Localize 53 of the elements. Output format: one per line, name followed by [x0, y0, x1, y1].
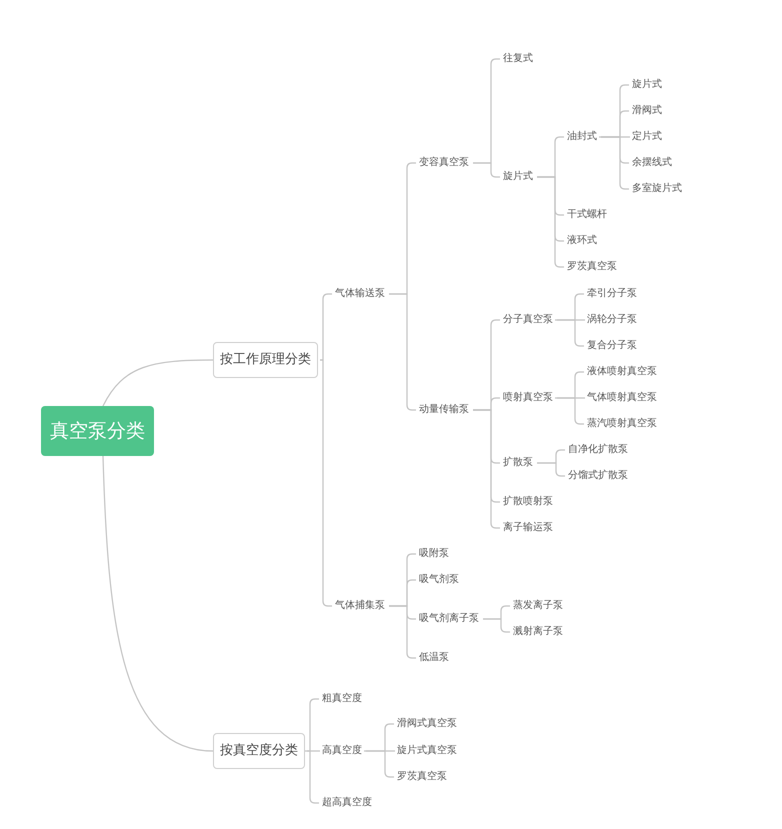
- connector-line: [537, 462, 565, 477]
- connector-line: [473, 162, 500, 178]
- topic-label: 往复式: [501, 51, 535, 67]
- topic-label: 溅射离子泵: [511, 624, 565, 640]
- topic-label: 液环式: [565, 233, 599, 249]
- topic-label: 牵引分子泵: [585, 286, 639, 302]
- topic-label: 变容真空泵: [417, 155, 471, 171]
- topic-label: 气体捕集泵: [333, 598, 387, 614]
- topic-label: 气体输送泵: [333, 286, 387, 302]
- topic-label: 低温泵: [417, 650, 451, 666]
- connector-line: [599, 136, 630, 138]
- topic-label: 罗茨真空泵: [395, 769, 449, 785]
- connector-line: [102, 456, 214, 752]
- topic-label: 气体喷射真空泵: [585, 390, 659, 406]
- connector-line: [555, 397, 585, 399]
- branch-topic-box: 按真空度分类: [213, 733, 305, 769]
- root-topic-box: 真空泵分类: [41, 406, 154, 456]
- topic-label: 自净化扩散泵: [566, 442, 630, 458]
- connector-line: [305, 750, 320, 752]
- connector-line: [364, 750, 395, 752]
- topic-label: 油封式: [565, 129, 599, 145]
- topic-label: 旋片式: [630, 77, 664, 93]
- connector-line: [483, 618, 510, 633]
- topic-label: 扩散泵: [501, 455, 535, 471]
- topic-label: 旋片式: [501, 169, 535, 185]
- topic-label: 分馏式扩散泵: [566, 468, 630, 484]
- topic-label: 粗真空度: [320, 691, 364, 707]
- branch-topic-box: 按工作原理分类: [213, 342, 318, 378]
- topic-label: 高真空度: [320, 743, 364, 759]
- topic-label: 动量传输泵: [417, 402, 471, 418]
- topic-label: 喷射真空泵: [501, 390, 555, 406]
- topic-label: 液体喷射真空泵: [585, 364, 659, 380]
- topic-label: 干式螺杆: [565, 207, 609, 223]
- topic-label: 定片式: [630, 129, 664, 145]
- topic-label: 离子输运泵: [501, 520, 555, 536]
- topic-label: 涡轮分子泵: [585, 312, 639, 328]
- topic-label: 超高真空度: [320, 795, 374, 811]
- topic-label: 分子真空泵: [501, 312, 555, 328]
- topic-label: 多室旋片式: [630, 181, 684, 197]
- topic-label: 蒸汽喷射真空泵: [585, 416, 659, 432]
- topic-label: 滑阀式: [630, 103, 664, 119]
- topic-label: 吸附泵: [417, 546, 451, 562]
- topic-label: 罗茨真空泵: [565, 259, 619, 275]
- topic-label: 余摆线式: [630, 155, 674, 171]
- topic-label: 滑阀式真空泵: [395, 716, 459, 732]
- topic-label: 扩散喷射泵: [501, 494, 555, 510]
- topic-label: 复合分子泵: [585, 338, 639, 354]
- topic-label: 旋片式真空泵: [395, 743, 459, 759]
- topic-label: 吸气剂泵: [417, 572, 461, 588]
- topic-label: 吸气剂离子泵: [417, 611, 481, 627]
- topic-label: 蒸发离子泵: [511, 598, 565, 614]
- connector-line: [555, 319, 585, 321]
- connector-line: [102, 359, 213, 406]
